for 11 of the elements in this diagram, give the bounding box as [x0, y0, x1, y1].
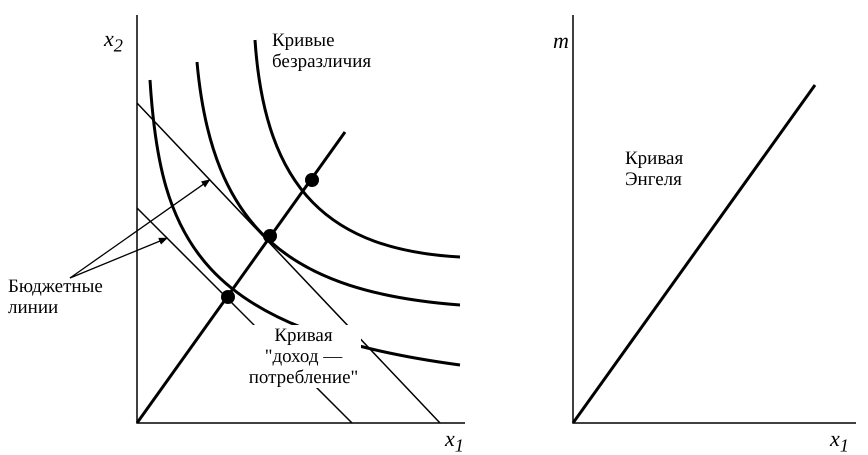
callout-label: Бюджетные линии — [8, 276, 138, 318]
axis-label: x$_{1}$ — [830, 428, 850, 455]
leader-line — [70, 238, 168, 279]
axis-label: x$_{1}$ — [445, 428, 465, 455]
curve-label: Кривая "доход — потребление" — [246, 325, 361, 388]
budget-line — [136, 102, 441, 424]
axis-label: x$_{2}$ — [104, 28, 124, 56]
curve-label: Кривые безразличия — [272, 30, 372, 72]
leader-line — [70, 179, 210, 279]
axis-label: m — [553, 30, 570, 51]
curve-label: Кривая Энгеля — [625, 148, 684, 190]
